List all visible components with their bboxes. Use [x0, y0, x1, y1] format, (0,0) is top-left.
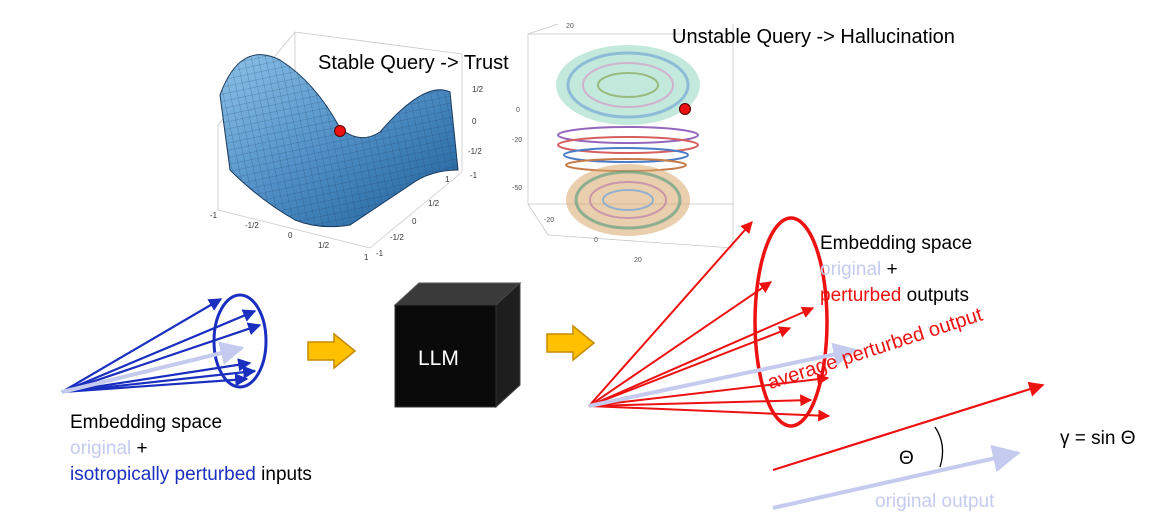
output-plus: + — [881, 259, 898, 280]
svg-text:1: 1 — [364, 253, 369, 262]
output-perturbed-line: perturbed outputs — [820, 285, 969, 307]
svg-text:0: 0 — [516, 107, 520, 114]
output-perturbation-cone — [588, 216, 858, 428]
output-perturbed-word: perturbed — [820, 285, 902, 306]
average-output-vector — [772, 381, 1045, 472]
svg-text:-1: -1 — [210, 211, 218, 220]
unstable-point-marker — [679, 103, 691, 115]
stable-query-title: Stable Query -> Trust — [318, 52, 509, 74]
attractor-plot: 20 0 -20 -50 -20 0 20 — [512, 23, 734, 264]
svg-text:-1/2: -1/2 — [245, 221, 259, 230]
output-tail: outputs — [901, 285, 969, 306]
input-tail: inputs — [255, 464, 312, 485]
original-output-vector — [772, 444, 1021, 510]
svg-text:-1: -1 — [470, 171, 478, 180]
input-original-line: original + — [70, 438, 148, 460]
svg-text:0: 0 — [288, 231, 293, 240]
svg-text:-1: -1 — [376, 249, 384, 258]
svg-text:0: 0 — [472, 117, 477, 126]
svg-text:0: 0 — [594, 237, 598, 244]
flow-arrow-out-of-llm — [546, 324, 596, 362]
svg-text:-1/2: -1/2 — [468, 147, 482, 156]
input-plus: + — [131, 438, 148, 459]
svg-text:1/2: 1/2 — [318, 241, 330, 250]
gamma-formula: γ = sin Θ — [1060, 428, 1136, 449]
svg-text:1/2: 1/2 — [472, 85, 484, 94]
input-perturbed-line: isotropically perturbed inputs — [70, 464, 312, 486]
llm-black-box — [393, 281, 522, 409]
unstable-query-title: Unstable Query -> Hallucination — [672, 26, 955, 48]
svg-text:-50: -50 — [512, 185, 522, 192]
theta-symbol: Θ — [899, 448, 914, 469]
input-perturbation-cone — [61, 293, 268, 394]
svg-text:20: 20 — [634, 257, 642, 264]
svg-text:-20: -20 — [544, 217, 554, 224]
saddle-surface-plot: 1/2 0 -1/2 -1 -1 -1/2 0 1/2 1 1 1/2 0 -1… — [210, 31, 484, 262]
svg-text:-1/2: -1/2 — [390, 233, 404, 242]
theta-arc — [934, 426, 944, 468]
flow-arrow-into-llm — [307, 332, 357, 370]
svg-text:20: 20 — [566, 23, 574, 30]
output-embedding-title: Embedding space — [820, 233, 973, 254]
original-output-label: original output — [875, 491, 995, 512]
input-perturbed-word: isotropically perturbed — [70, 464, 256, 485]
svg-text:1: 1 — [445, 175, 450, 184]
input-original-word: original — [70, 438, 132, 459]
output-original-word: original — [820, 259, 882, 280]
svg-text:0: 0 — [412, 217, 417, 226]
svg-text:1/2: 1/2 — [428, 199, 440, 208]
svg-text:-20: -20 — [512, 137, 522, 144]
input-embedding-title: Embedding space — [70, 412, 223, 433]
output-original-line: original + — [820, 259, 898, 281]
llm-label: LLM — [418, 347, 459, 370]
angle-diagram — [772, 381, 1045, 510]
stable-point-marker — [334, 125, 346, 137]
